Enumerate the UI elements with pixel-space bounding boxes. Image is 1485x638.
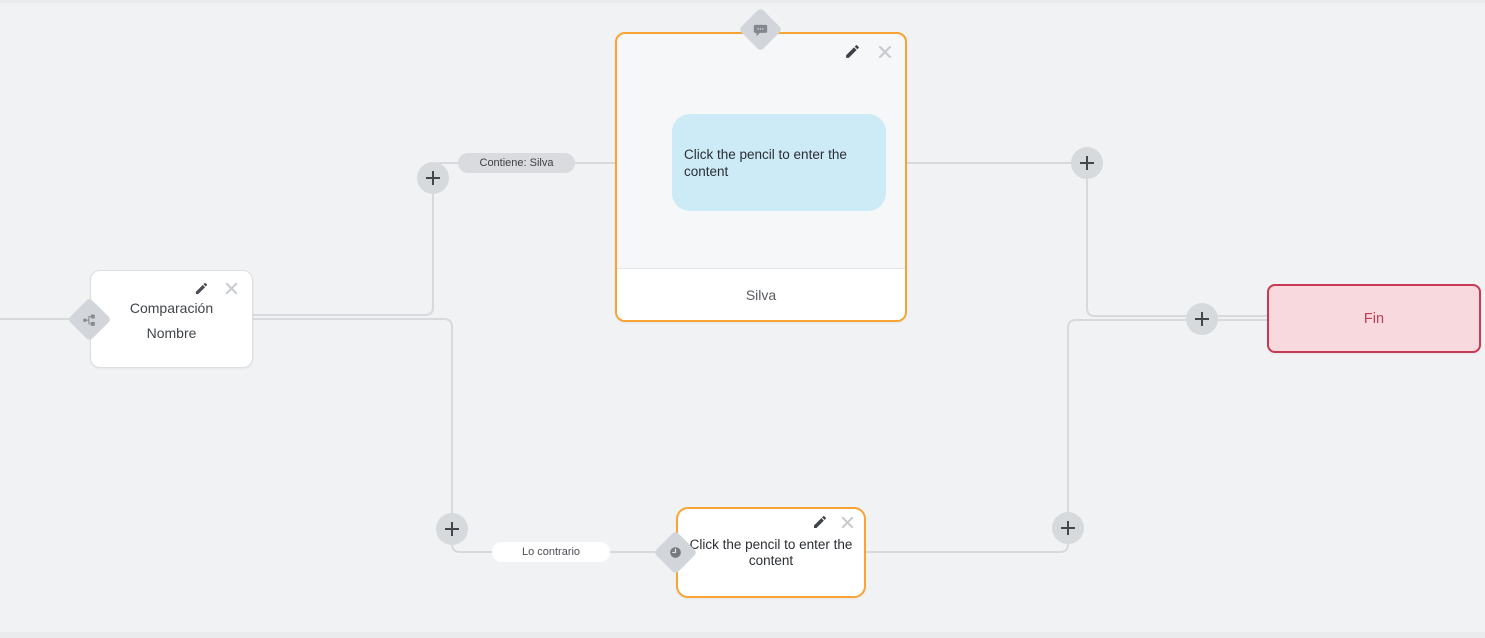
end-node-label: Fin xyxy=(1363,310,1385,327)
condition-node[interactable]: Comparación Nombre xyxy=(90,270,253,368)
add-node-button-before-end[interactable] xyxy=(1186,303,1218,335)
condition-node-actions xyxy=(194,281,239,296)
close-icon xyxy=(225,282,238,295)
wait-node[interactable]: Click the pencil to enter the content xyxy=(676,507,866,598)
add-node-button-after-message[interactable] xyxy=(1071,147,1103,179)
close-icon xyxy=(878,45,892,58)
plus-icon xyxy=(445,522,459,536)
edge-label-otherwise: Lo contrario xyxy=(492,542,610,562)
message-placeholder-text: Click the pencil to enter the content xyxy=(684,146,847,179)
plus-icon xyxy=(426,171,440,185)
message-node[interactable]: Click the pencil to enter the content Si… xyxy=(615,32,907,322)
close-icon xyxy=(841,516,854,528)
wait-placeholder-text: Click the pencil to enter the content xyxy=(689,537,853,568)
delete-condition-button[interactable] xyxy=(224,281,239,296)
pencil-icon xyxy=(814,515,827,528)
clock-icon xyxy=(669,546,681,558)
wait-node-handle[interactable] xyxy=(653,530,697,574)
plus-icon xyxy=(1080,156,1094,170)
edge-message-to-end xyxy=(906,162,1268,317)
edge-label-contains: Contiene: Silva xyxy=(458,153,575,173)
message-node-handle[interactable] xyxy=(738,7,782,51)
condition-title-line: Comparación xyxy=(129,300,214,316)
chat-bubble-icon xyxy=(753,23,767,35)
condition-subtitle-line: Nombre xyxy=(146,325,197,341)
condition-node-handle[interactable] xyxy=(67,297,111,341)
message-node-actions xyxy=(844,43,893,60)
add-node-button-top-branch[interactable] xyxy=(417,162,449,194)
hierarchy-icon xyxy=(82,313,95,325)
add-node-button-after-wait[interactable] xyxy=(1052,512,1084,544)
condition-node-title: Comparación Nombre xyxy=(91,300,252,342)
delete-wait-button[interactable] xyxy=(840,515,855,530)
edit-condition-button[interactable] xyxy=(194,281,209,296)
wait-node-actions xyxy=(812,514,855,530)
edit-message-button[interactable] xyxy=(844,43,861,60)
edge-wait-to-end xyxy=(865,319,1268,553)
canvas-top-edge xyxy=(0,0,1485,3)
delete-message-button[interactable] xyxy=(877,44,893,60)
end-node[interactable]: Fin xyxy=(1267,284,1481,353)
plus-icon xyxy=(1195,312,1209,326)
canvas-bottom-edge xyxy=(0,632,1485,638)
edge-condition-to-wait xyxy=(253,318,661,553)
edit-wait-button[interactable] xyxy=(812,514,828,530)
add-node-button-bottom-branch[interactable] xyxy=(436,513,468,545)
message-node-footer: Silva xyxy=(617,268,905,320)
message-preview-bubble: Click the pencil to enter the content xyxy=(672,114,886,211)
plus-icon xyxy=(1061,521,1075,535)
pencil-icon xyxy=(846,45,859,58)
pencil-icon xyxy=(195,282,208,295)
